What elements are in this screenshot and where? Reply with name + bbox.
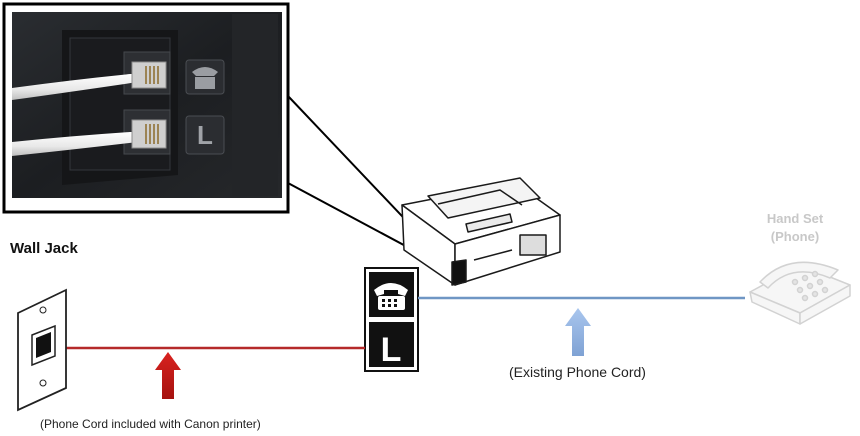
wall-jack-label: Wall Jack xyxy=(10,240,78,257)
inset-phone-port-icon xyxy=(185,59,225,95)
inset-l-glyph: L xyxy=(197,120,213,150)
blue-arrow-icon xyxy=(565,308,591,356)
closeup-photo-inset: L xyxy=(2,2,290,214)
existing-cord-caption: (Existing Phone Cord) xyxy=(509,364,646,380)
hand-set-label: Hand Set (Phone) xyxy=(758,210,832,246)
handset-phone-icon xyxy=(749,261,851,325)
hand-set-title: Hand Set xyxy=(766,211,824,226)
phone-port-icon xyxy=(374,283,408,310)
line-port-icon: L xyxy=(381,331,402,369)
hand-set-subtitle: (Phone) xyxy=(770,229,820,244)
canon-cord-caption: (Phone Cord included with Canon printer) xyxy=(40,417,261,431)
red-arrow-icon xyxy=(155,352,181,399)
wall-jack-icon xyxy=(17,288,67,412)
inset-line-port-icon: L xyxy=(185,115,225,155)
printer-icon xyxy=(401,177,561,286)
port-panel: L xyxy=(364,267,419,372)
